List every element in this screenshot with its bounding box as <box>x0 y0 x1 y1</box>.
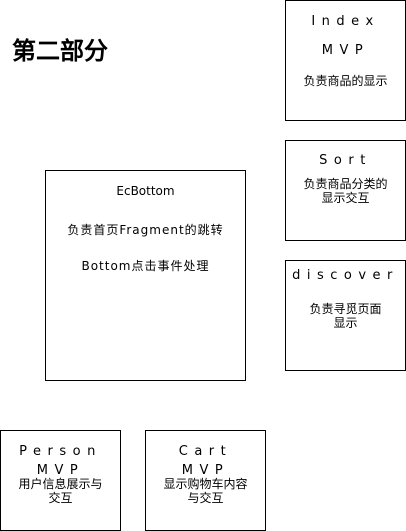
discover-description-line1: 负责寻觅页面 <box>309 302 382 316</box>
cart-subtitle: MVP <box>181 463 230 478</box>
ecbottom-node[interactable]: EcBottom 负责首页Fragment的跳转 Bottom点击事件处理 <box>45 170 246 381</box>
cart-description-line1: 显示购物车内容 <box>163 477 248 491</box>
section-heading: 第二部分 <box>12 37 108 65</box>
person-description-line1: 用户信息展示与 <box>18 477 103 491</box>
sort-description-line1: 负责商品分类的 <box>303 177 388 191</box>
index-description: 负责商品的显示 <box>303 74 388 88</box>
cart-node[interactable]: Cart MVP 显示购物车内容 与交互 <box>145 430 266 531</box>
index-node[interactable]: Index MVP 负责商品的显示 <box>285 0 406 121</box>
person-subtitle: MVP <box>36 463 85 478</box>
person-title: Person <box>19 444 102 459</box>
index-title: Index <box>311 14 380 29</box>
sort-title: Sort <box>319 153 372 168</box>
index-subtitle: MVP <box>321 43 370 58</box>
cart-title: Cart <box>178 444 233 459</box>
sort-description-line2: 显示交互 <box>321 191 370 205</box>
cart-description-line2: 与交互 <box>187 491 224 505</box>
discover-node[interactable]: discover 负责寻觅页面 显示 <box>285 260 406 371</box>
ecbottom-title: EcBottom <box>116 184 175 198</box>
discover-description-line2: 显示 <box>333 316 358 330</box>
discover-title: discover <box>292 268 399 283</box>
sort-node[interactable]: Sort 负责商品分类的 显示交互 <box>285 140 406 241</box>
person-description-line2: 交互 <box>48 491 73 505</box>
person-node[interactable]: Person MVP 用户信息展示与 交互 <box>0 430 121 531</box>
ecbottom-line1: 负责首页Fragment的跳转 <box>67 223 224 237</box>
ecbottom-line2: Bottom点击事件处理 <box>81 259 210 273</box>
